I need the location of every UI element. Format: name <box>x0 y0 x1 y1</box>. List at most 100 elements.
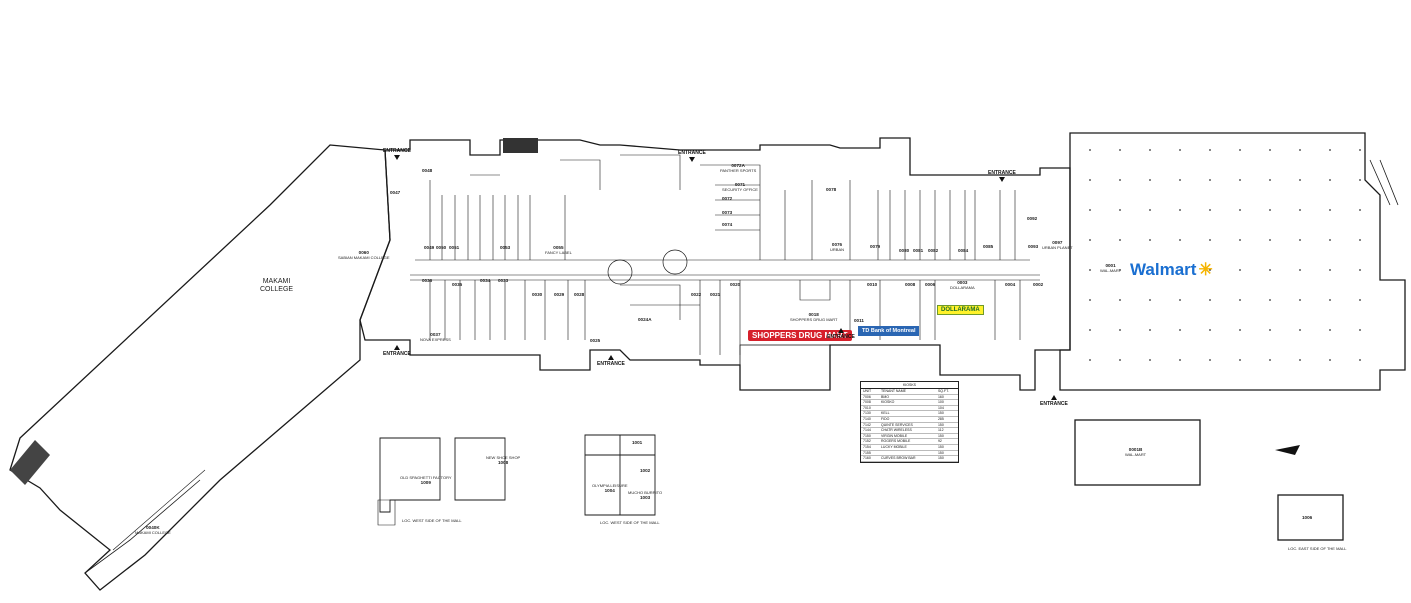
unit-0030[interactable]: 0030 <box>532 292 543 297</box>
pad-a[interactable] <box>1074 419 1201 486</box>
shoppers-logo: SHOPPERS DRUG MART <box>748 330 852 341</box>
kiosk-cell: CURVES BROW BAR <box>878 455 936 462</box>
kiosk-cell: 150 <box>935 422 958 429</box>
entrance-s2[interactable]: ENTRANCE <box>597 355 625 367</box>
kiosk-cell: LUCKY MOBILE <box>878 444 936 451</box>
entrance-s1[interactable]: ENTRANCE <box>383 345 411 357</box>
unit-0073[interactable]: 0073 <box>722 210 733 215</box>
inset-right-b: 1002 <box>640 468 651 473</box>
unit-0049[interactable]: 0049 <box>424 245 435 250</box>
kiosk-col-tenant: TENANT NAME <box>878 389 936 395</box>
kiosk-cell: 7010 <box>861 405 879 412</box>
kiosk-cell: ROGERS MOBILE <box>878 438 936 445</box>
kiosk-col-sqft: SQ.FT. <box>935 389 958 395</box>
unit-0081[interactable]: 0081 <box>913 248 924 253</box>
kiosk-cell: 7152 <box>861 438 879 445</box>
pad-b-label: 1006 <box>1302 515 1313 520</box>
unit-0028[interactable]: 0028 <box>574 292 585 297</box>
kiosk-cell: 7008 <box>861 399 879 406</box>
kiosk-cell: 92 <box>935 438 958 445</box>
entrance-n1[interactable]: ENTRANCE <box>383 148 411 160</box>
kiosk-cell: KIOSKO <box>878 399 936 406</box>
unit-0034[interactable]: 0034 <box>480 278 491 283</box>
kiosk-cell: BMO <box>878 394 936 401</box>
unit-0025[interactable]: 0025 <box>590 338 601 343</box>
unit-0021[interactable]: 0021 <box>710 292 721 297</box>
unit-0093[interactable]: 0093 <box>1028 244 1039 249</box>
unit-0047[interactable]: 0047 <box>390 190 401 195</box>
kiosk-cell: 7160 <box>861 455 879 462</box>
unit-0008[interactable]: 0008 <box>905 282 916 287</box>
kiosk-cell: 100 <box>935 399 958 406</box>
unit-0020[interactable]: 0020 <box>730 282 741 287</box>
unit-0082[interactable]: 0082 <box>928 248 939 253</box>
kiosk-cell: QUINTE SERVICES <box>878 422 936 429</box>
td-logo: TD Bank of Montreal <box>858 326 920 336</box>
unit-0092[interactable]: 0092 <box>1027 216 1038 221</box>
unit-0011[interactable]: 0011 <box>854 318 864 323</box>
unit-0084[interactable]: 0084 <box>958 248 969 253</box>
unit-0033[interactable]: 0033 <box>498 278 509 283</box>
mall-outline[interactable] <box>359 137 1071 391</box>
entrance-s4[interactable]: ENTRANCE <box>1040 395 1068 407</box>
kiosk-cell: FIDO <box>878 416 936 423</box>
inset-right-a: 1001 <box>632 440 643 445</box>
entrance-n2[interactable]: ENTRANCE <box>678 150 706 162</box>
kiosk-cell: 150 <box>935 433 958 440</box>
unit-0004[interactable]: 0004 <box>1005 282 1016 287</box>
unit-0050[interactable]: 0050 <box>436 245 447 250</box>
unit-0022[interactable]: 0022 <box>691 292 702 297</box>
entrance-n3[interactable]: ENTRANCE <box>988 170 1016 182</box>
kiosk-cell <box>878 450 936 457</box>
unit-0085[interactable]: 0085 <box>983 244 994 249</box>
unit-0036[interactable]: 0036 <box>422 278 433 283</box>
walmart-box[interactable] <box>1059 132 1406 391</box>
inset-right[interactable] <box>584 434 656 516</box>
kiosk-cell: 7144 <box>861 427 879 434</box>
unit-0035[interactable]: 0035 <box>452 282 463 287</box>
unit-0078[interactable]: 0078 <box>826 187 837 192</box>
unit-0080[interactable]: 0080 <box>899 248 910 253</box>
unit-0048[interactable]: 0048 <box>422 168 433 173</box>
kiosk-cell: 285 <box>935 416 958 423</box>
unit-0072[interactable]: 0072 <box>722 196 733 201</box>
unit-0006[interactable]: 0006 <box>925 282 936 287</box>
unit-0079[interactable]: 0079 <box>870 244 881 249</box>
unit-0053[interactable]: 0053 <box>500 245 511 250</box>
unit-0002[interactable]: 0002 <box>1033 282 1044 287</box>
college-wing[interactable] <box>9 144 391 591</box>
kiosk-cell: 150 <box>935 450 958 457</box>
unit-0010[interactable]: 0010 <box>867 282 878 287</box>
unit-0029[interactable]: 0029 <box>554 292 565 297</box>
entrance-s3[interactable]: ENTRANCE <box>827 328 855 340</box>
pad-b[interactable] <box>1277 494 1344 541</box>
unit-0051[interactable]: 0051 <box>449 245 460 250</box>
unit-0024A[interactable]: 0024A <box>638 317 652 322</box>
walmart-logo: Walmart✳ <box>1130 260 1213 279</box>
kiosk-cell: 160 <box>935 394 958 401</box>
kiosk-cell: 7142 <box>861 422 879 429</box>
inset-left-note: LOC. WEST SIDE OF THE MALL <box>402 518 462 523</box>
unit-0074[interactable]: 0074 <box>722 222 733 227</box>
